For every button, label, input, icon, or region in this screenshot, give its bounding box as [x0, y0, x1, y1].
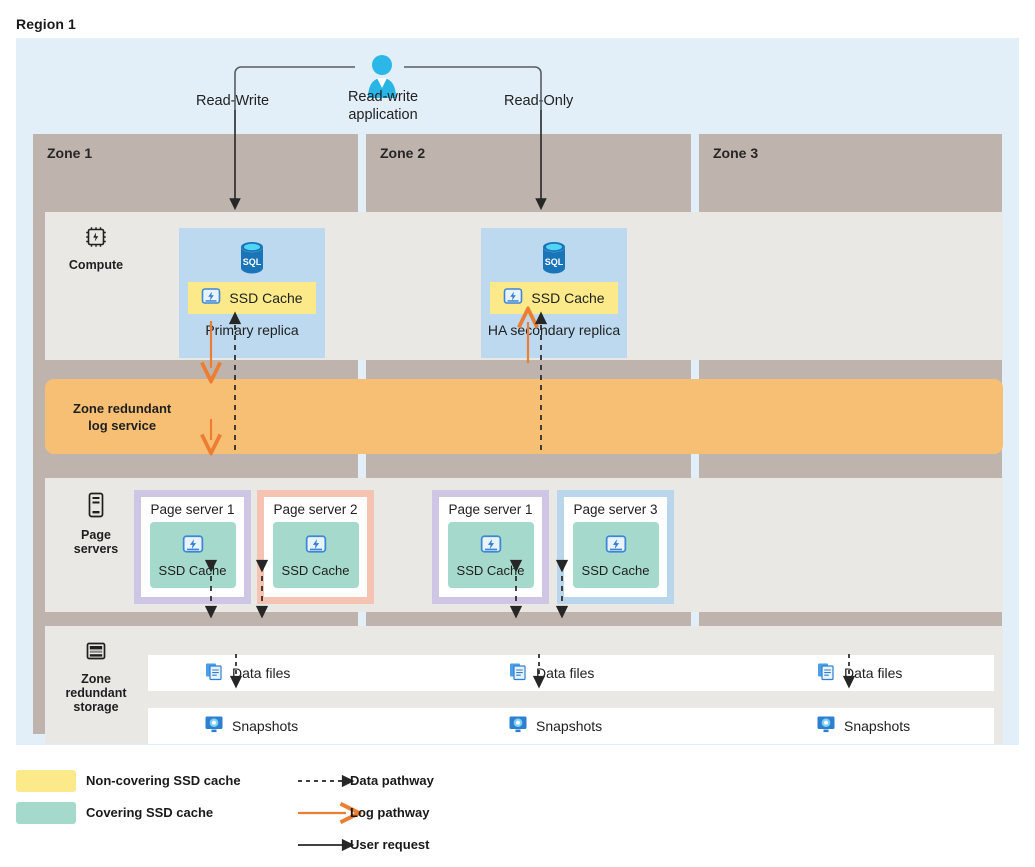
legend-swatch-covering [16, 802, 76, 824]
read-only-label: Read-Only [504, 93, 574, 109]
page-server-cache-label: SSD Cache [581, 562, 650, 578]
page-server-cache-label: SSD Cache [456, 562, 525, 578]
page-server-card[interactable]: Page server 3 SSD Cache [557, 490, 674, 604]
snapshot-monitor-icon [204, 714, 224, 739]
legend-label-user-request: User request [350, 837, 430, 852]
log-service-label: Zone redundant log service [73, 400, 172, 433]
page-server-card[interactable]: Page server 1 SSD Cache [432, 490, 549, 604]
ssd-drive-icon [182, 533, 204, 560]
page-server-title: Page server 1 [150, 502, 235, 517]
snapshot-monitor-icon [508, 714, 528, 739]
svg-text:SQL: SQL [545, 257, 564, 267]
page-server-cache-label: SSD Cache [281, 562, 350, 578]
storage-stack-icon [85, 640, 107, 667]
ssd-cache-chip: SSD Cache [490, 282, 618, 314]
data-files-cell[interactable]: Data files [204, 655, 290, 691]
page-server-card[interactable]: Page server 2 SSD Cache [257, 490, 374, 604]
sql-database-icon: SQL [237, 240, 267, 276]
zone-header-3: Zone 3 [713, 145, 759, 161]
replica-caption: Primary replica [205, 322, 299, 338]
server-rack-icon [87, 492, 105, 523]
legend-swatch-non-covering [16, 770, 76, 792]
zone-header-1: Zone 1 [47, 145, 93, 161]
documents-icon [204, 661, 224, 686]
snapshots-label: Snapshots [232, 718, 299, 734]
ssd-cache-label: SSD Cache [531, 290, 605, 306]
ssd-drive-icon [605, 533, 627, 560]
page-server-cache: SSD Cache [272, 522, 359, 588]
region-canvas: Read-write application Read-Write Read-O… [16, 38, 1019, 745]
page-server-cache-label: SSD Cache [158, 562, 227, 578]
snapshots-cell[interactable]: Snapshots [508, 708, 602, 744]
ssd-drive-icon [201, 286, 221, 311]
ssd-drive-icon [503, 286, 523, 311]
data-files-cell[interactable]: Data files [816, 655, 902, 691]
page-server-title: Page server 2 [273, 502, 358, 517]
ssd-drive-icon [480, 533, 502, 560]
legend-label-covering: Covering SSD cache [86, 805, 214, 820]
zone-header-2: Zone 2 [380, 145, 426, 161]
page-server-title: Page server 1 [448, 502, 533, 517]
legend: Non-covering SSD cache Covering SSD cach… [16, 762, 1019, 862]
page-server-cache: SSD Cache [149, 522, 236, 588]
application-caption: Read-write application [347, 89, 419, 123]
ssd-drive-icon [305, 533, 327, 560]
snapshot-monitor-icon [816, 714, 836, 739]
storage-rail: Zone redundant storage [45, 626, 147, 744]
snapshots-label: Snapshots [536, 718, 603, 734]
snapshots-cell[interactable]: Snapshots [204, 708, 298, 744]
snapshots-row: Snapshots Snapshots [148, 708, 994, 744]
data-files-label: Data files [232, 665, 291, 681]
page-servers-rail: Page servers [45, 478, 147, 612]
legend-label-data-pathway: Data pathway [350, 773, 434, 788]
legend-label-log-pathway: Log pathway [350, 805, 430, 820]
data-files-row: Data files Data files [148, 655, 994, 691]
compute-rail: Compute [45, 212, 147, 360]
read-write-label: Read-Write [196, 93, 270, 109]
data-files-cell[interactable]: Data files [508, 655, 594, 691]
legend-label-non-covering: Non-covering SSD cache [86, 773, 241, 788]
replica-caption: HA secondary replica [487, 322, 621, 338]
data-files-label: Data files [844, 665, 903, 681]
legend-line-samples [298, 774, 376, 852]
data-files-label: Data files [536, 665, 595, 681]
page-server-card[interactable]: Page server 1 SSD Cache [134, 490, 251, 604]
cpu-chip-icon [85, 226, 107, 253]
page-server-title: Page server 3 [573, 502, 658, 517]
page-server-cache: SSD Cache [447, 522, 534, 588]
region-title: Region 1 [16, 16, 76, 32]
person-icon [364, 54, 400, 98]
snapshots-label: Snapshots [844, 718, 911, 734]
sql-database-icon: SQL [539, 240, 569, 276]
page-servers-rail-label: Page servers [73, 528, 119, 556]
snapshots-cell[interactable]: Snapshots [816, 708, 910, 744]
zone-redundant-log-service: Zone redundant log service [45, 379, 1003, 454]
svg-text:SQL: SQL [243, 257, 262, 267]
storage-rail-label: Zone redundant storage [65, 672, 127, 714]
page-server-cache: SSD Cache [572, 522, 659, 588]
documents-icon [508, 661, 528, 686]
documents-icon [816, 661, 836, 686]
ssd-cache-label: SSD Cache [229, 290, 303, 306]
replica-card-primary[interactable]: SQL SSD Cache Primary replica [179, 228, 325, 358]
ssd-cache-chip: SSD Cache [188, 282, 316, 314]
compute-rail-label: Compute [68, 258, 124, 272]
replica-card-ha-secondary[interactable]: SQL SSD Cache HA secondary replica [481, 228, 627, 358]
application-band: Read-write application Read-Write Read-O… [16, 38, 1019, 138]
